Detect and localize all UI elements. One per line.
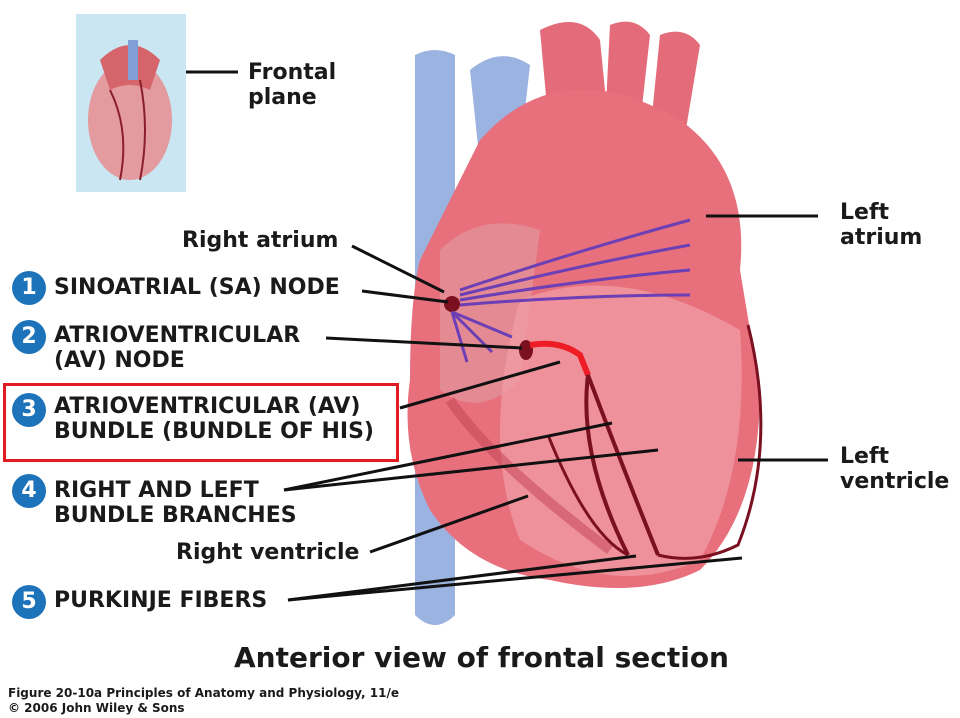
frontal-plane-line2: plane: [248, 85, 317, 111]
left-atrium-label: Left atrium: [840, 200, 922, 251]
step-4-line1: RIGHT AND LEFT: [54, 478, 259, 503]
step-2-label: ATRIOVENTRICULAR (AV) NODE: [54, 323, 300, 374]
step-3-line2: BUNDLE (BUNDLE OF HIS): [54, 419, 374, 445]
frontal-plane-thumbnail: [76, 14, 186, 192]
left-atrium-line2: atrium: [840, 225, 923, 251]
step-1-badge: 1: [12, 271, 46, 305]
leader-lines: [283, 214, 828, 602]
left-ventricle-line2: ventricle: [840, 469, 950, 495]
step-4-badge: 4: [12, 474, 46, 508]
step-2-line2: (AV) NODE: [54, 348, 185, 374]
right-ventricle-label: Right ventricle: [176, 540, 360, 565]
right-atrium-label: Right atrium: [182, 228, 339, 253]
step-4-line2: BUNDLE BRANCHES: [54, 503, 297, 529]
step-2-badge: 2: [12, 320, 46, 354]
left-ventricle-label: Left ventricle: [840, 444, 949, 495]
left-atrium-line1: Left: [840, 200, 890, 225]
step-5-badge: 5: [12, 585, 46, 619]
figure-title: Anterior view of frontal section: [234, 641, 729, 674]
caption-line2: © 2006 John Wiley & Sons: [8, 701, 185, 715]
step-4-label: RIGHT AND LEFT BUNDLE BRANCHES: [54, 478, 297, 529]
highlight-box: [3, 383, 399, 462]
step-1-label: SINOATRIAL (SA) NODE: [54, 275, 340, 300]
heart-body: [407, 89, 760, 588]
step-5-label: PURKINJE FIBERS: [54, 588, 268, 613]
conduction-pathway: [444, 218, 763, 560]
step-3-badge: 3: [12, 393, 46, 427]
step-3-line1: ATRIOVENTRICULAR (AV): [54, 394, 361, 419]
frontal-plane-label: Frontal plane: [248, 60, 336, 111]
frontal-plane-line1: Frontal: [248, 60, 337, 85]
left-ventricle-line1: Left: [840, 444, 890, 469]
step-3-label: ATRIOVENTRICULAR (AV) BUNDLE (BUNDLE OF …: [54, 394, 374, 445]
caption-line1: Figure 20-10a Principles of Anatomy and …: [8, 686, 400, 700]
step-2-line1: ATRIOVENTRICULAR: [54, 323, 301, 348]
